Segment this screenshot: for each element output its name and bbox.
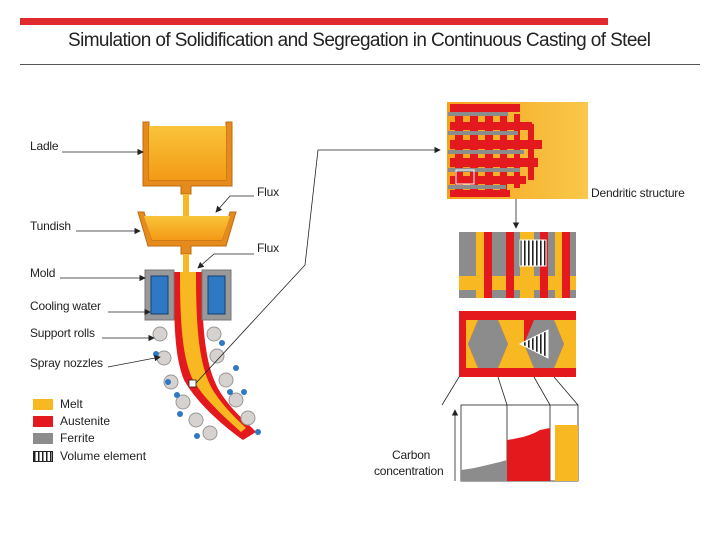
connector-lines: [441, 376, 579, 406]
strand: [174, 272, 256, 440]
legend-label-austenite: Austenite: [60, 414, 111, 428]
legend-label-ferrite: Ferrite: [60, 431, 95, 445]
mold: [144, 269, 232, 321]
legend-swatch-volume-element: [33, 451, 53, 462]
dendritic-structure-image: [447, 102, 588, 199]
microstructure-detail-1: [459, 232, 576, 298]
label-support-rolls: Support rolls: [30, 326, 95, 340]
label-flux-bottom: Flux: [257, 241, 279, 255]
melt-stream-ladle: [183, 194, 189, 218]
ladle: [142, 121, 233, 195]
legend-swatch-austenite: [33, 416, 53, 427]
label-carbon: Carbon: [392, 448, 431, 462]
label-tundish: Tundish: [30, 219, 71, 233]
label-flux-top: Flux: [257, 185, 279, 199]
title-divider: [20, 64, 700, 65]
label-ladle: Ladle: [30, 139, 59, 153]
strand-volume-element: [188, 379, 197, 388]
label-dendritic-structure: Dendritic structure: [591, 186, 685, 200]
label-spray-nozzles: Spray nozzles: [30, 356, 103, 370]
legend-swatch-ferrite: [33, 433, 53, 444]
page-title: Simulation of Solidification and Segrega…: [68, 30, 651, 51]
label-concentration: concentration: [374, 464, 444, 478]
legend-swatch-melt: [33, 399, 53, 410]
melt-stream-tundish: [183, 254, 189, 276]
support-rolls: [152, 326, 256, 441]
legend-label-volume-element: Volume element: [60, 449, 147, 463]
label-cooling-water: Cooling water: [30, 299, 101, 313]
label-mold: Mold: [30, 266, 56, 280]
microstructure-detail-2: [459, 311, 576, 377]
title-accent-bar: [20, 18, 608, 25]
leader-lines: [60, 146, 520, 384]
carbon-concentration-chart: [451, 404, 579, 482]
tundish: [137, 211, 237, 255]
legend-label-melt: Melt: [60, 397, 83, 411]
spray-nozzles: [153, 340, 261, 439]
